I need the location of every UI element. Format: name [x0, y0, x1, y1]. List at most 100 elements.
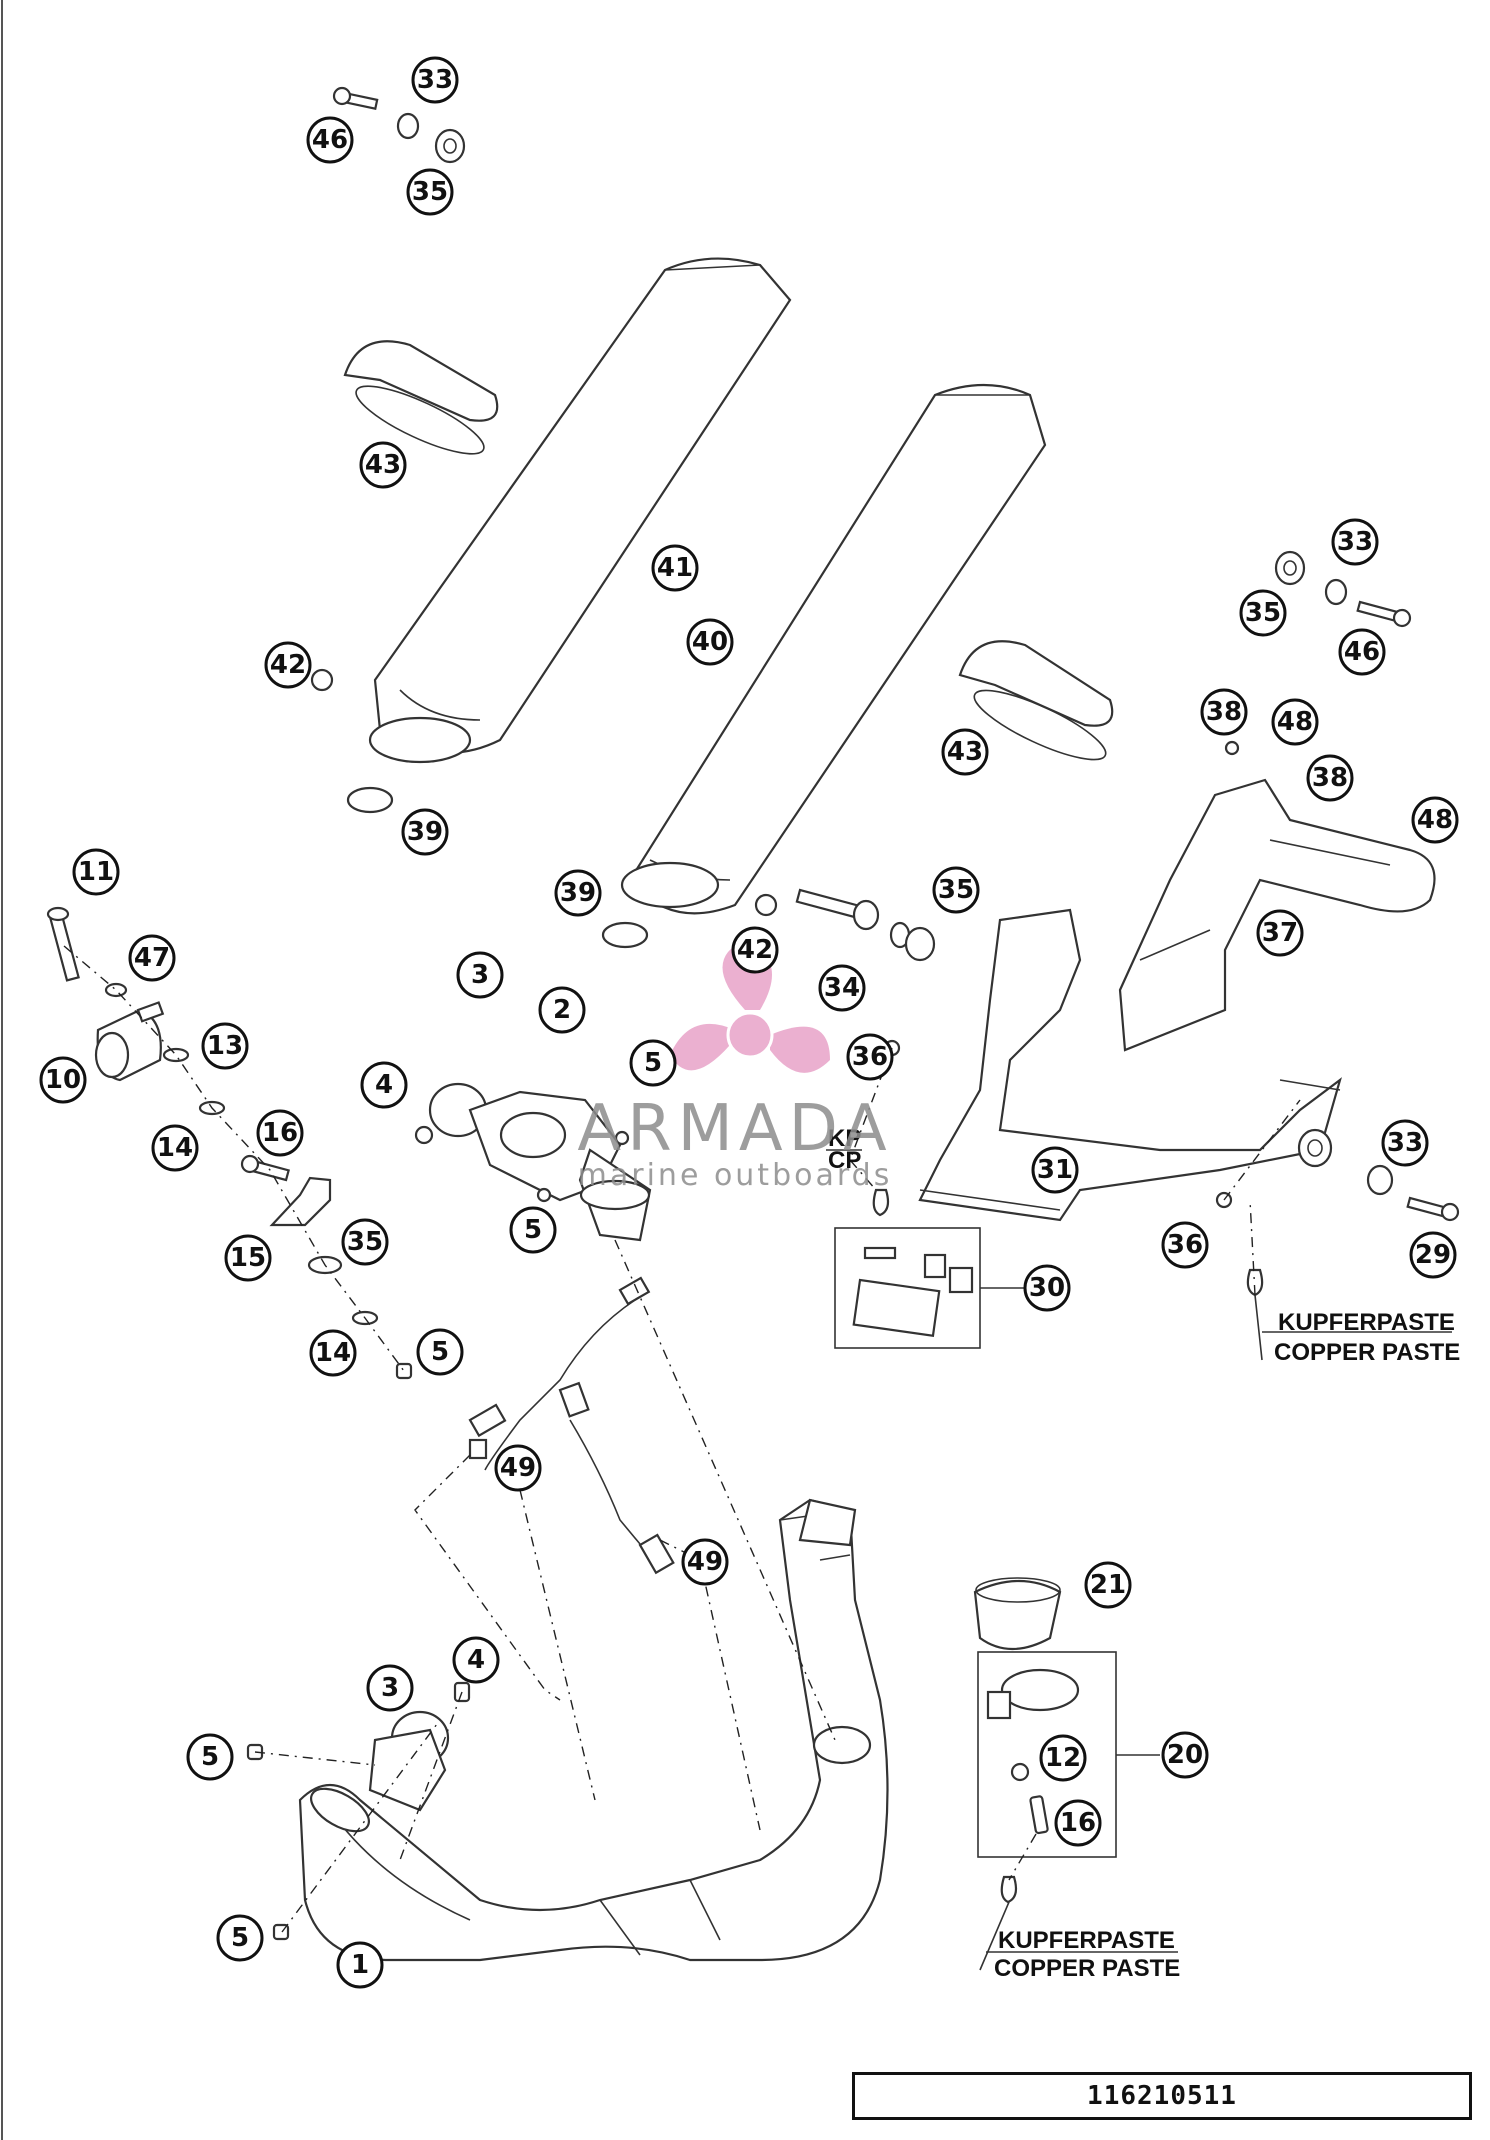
svg-text:40: 40 [692, 627, 728, 657]
svg-text:31: 31 [1037, 1155, 1073, 1185]
callout-16: 16 [1054, 1799, 1102, 1847]
flange-lower [368, 1728, 447, 1812]
header-pipe-1 [298, 1498, 889, 1962]
rubber-bushing-35-upper [434, 128, 466, 164]
armada-watermark: ARMADA marine outboards [577, 940, 893, 1193]
svg-text:39: 39 [407, 817, 443, 847]
callout-33: 33 [1331, 518, 1379, 566]
callout-4: 4 [360, 1061, 408, 1109]
callout-40: 40 [686, 618, 734, 666]
callout-13: 13 [201, 1022, 249, 1070]
document-number-box: 116210511 [852, 2072, 1472, 2120]
svg-text:4: 4 [375, 1070, 393, 1100]
screw-46-right [1356, 600, 1412, 628]
callout-42: 42 [264, 641, 312, 689]
svg-text:36: 36 [852, 1042, 888, 1072]
svg-text:5: 5 [524, 1215, 542, 1245]
svg-text:30: 30 [1029, 1273, 1065, 1303]
svg-text:33: 33 [417, 65, 453, 95]
bolt-16-right [1029, 1795, 1049, 1835]
copper-paste-note-upper: KUPFERPASTE COPPER PASTE [1254, 1294, 1460, 1366]
callout-35: 35 [1239, 589, 1287, 637]
svg-text:35: 35 [412, 177, 448, 207]
svg-text:5: 5 [231, 1923, 249, 1953]
nut-30-top [872, 1188, 890, 1217]
svg-text:49: 49 [500, 1453, 536, 1483]
svg-text:37: 37 [1262, 918, 1298, 948]
watermark-brand: ARMADA [577, 1092, 892, 1166]
svg-text:48: 48 [1277, 707, 1313, 737]
svg-text:14: 14 [157, 1133, 193, 1163]
callout-5: 5 [416, 1328, 464, 1376]
document-number: 116210511 [1087, 2081, 1237, 2111]
svg-text:38: 38 [1312, 763, 1348, 793]
nut-12 [1010, 1762, 1030, 1782]
svg-text:49: 49 [687, 1547, 723, 1577]
svg-text:43: 43 [947, 737, 983, 767]
callout-21: 21 [1084, 1561, 1132, 1609]
svg-text:36: 36 [1167, 1230, 1203, 1260]
bolt-11 [46, 906, 80, 982]
callout-46: 46 [1338, 628, 1386, 676]
rubber-bushing-35-lower-right [1297, 1128, 1333, 1168]
washer-33-upper [396, 112, 420, 140]
watermark-tagline: marine outboards [578, 1158, 893, 1193]
bracket-15 [269, 1176, 332, 1227]
nut-5-left [395, 1362, 413, 1380]
svg-text:14: 14 [315, 1338, 351, 1368]
washer-33-lower [1366, 1164, 1394, 1196]
paste-en-lower: COPPER PASTE [994, 1955, 1180, 1982]
svg-text:38: 38 [1206, 697, 1242, 727]
callout-5: 5 [629, 1039, 677, 1087]
svg-text:42: 42 [737, 935, 773, 965]
nut-4-upper [414, 1125, 434, 1145]
svg-text:35: 35 [938, 875, 974, 905]
manifold-assembly-lines [849, 1047, 1301, 1296]
paste-de-lower: KUPFERPASTE [998, 1927, 1175, 1954]
callout-46: 46 [306, 116, 354, 164]
svg-text:46: 46 [312, 125, 348, 155]
callout-11: 11 [72, 848, 120, 896]
kp-label: KP [828, 1125, 861, 1152]
gasket-39-lower [601, 921, 649, 949]
svg-text:3: 3 [471, 960, 489, 990]
svg-text:41: 41 [657, 553, 693, 583]
paste-dot-lower [1000, 1875, 1018, 1904]
callout-33: 33 [411, 56, 459, 104]
callouts: 33 46 35 43 41 40 42 39 43 33 35 46 38 4… [39, 56, 1459, 1989]
callout-15: 15 [224, 1234, 272, 1282]
svg-text:13: 13 [207, 1031, 243, 1061]
nut-5-side [614, 1130, 630, 1146]
callout-36: 36 [1161, 1221, 1209, 1269]
callout-14: 14 [309, 1329, 357, 1377]
repair-kit-30-contents [852, 1246, 974, 1337]
callout-3: 3 [366, 1664, 414, 1712]
callout-37: 37 [1256, 909, 1304, 957]
callout-41: 41 [651, 544, 699, 592]
callout-33: 33 [1381, 1119, 1429, 1167]
rubber-bushing-35-right [1274, 550, 1306, 586]
svg-text:5: 5 [644, 1048, 662, 1078]
callout-31: 31 [1031, 1146, 1079, 1194]
exhaust-manifold-31 [918, 908, 1342, 1222]
callout-36: 36 [846, 1033, 894, 1081]
callout-48: 48 [1411, 796, 1459, 844]
copper-paste-note-lower: KUPFERPASTE COPPER PASTE [979, 1901, 1180, 1982]
svg-text:42: 42 [270, 650, 306, 680]
muffler-41 [368, 257, 792, 764]
callout-30: 30 [1023, 1264, 1071, 1312]
callout-39: 39 [401, 808, 449, 856]
pipe-stub-upper [578, 1148, 652, 1242]
callout-49: 49 [494, 1444, 542, 1492]
callout-38: 38 [1200, 688, 1248, 736]
callout-43: 43 [941, 728, 989, 776]
callout-1: 1 [336, 1941, 384, 1989]
svg-text:47: 47 [134, 943, 170, 973]
callout-10: 10 [39, 1056, 87, 1104]
svg-text:43: 43 [365, 450, 401, 480]
sensor-assembly-lines [414, 1239, 836, 1831]
clamp-21 [973, 1577, 1062, 1650]
callout-35: 35 [932, 866, 980, 914]
clamp-kit-line [1008, 1833, 1037, 1881]
